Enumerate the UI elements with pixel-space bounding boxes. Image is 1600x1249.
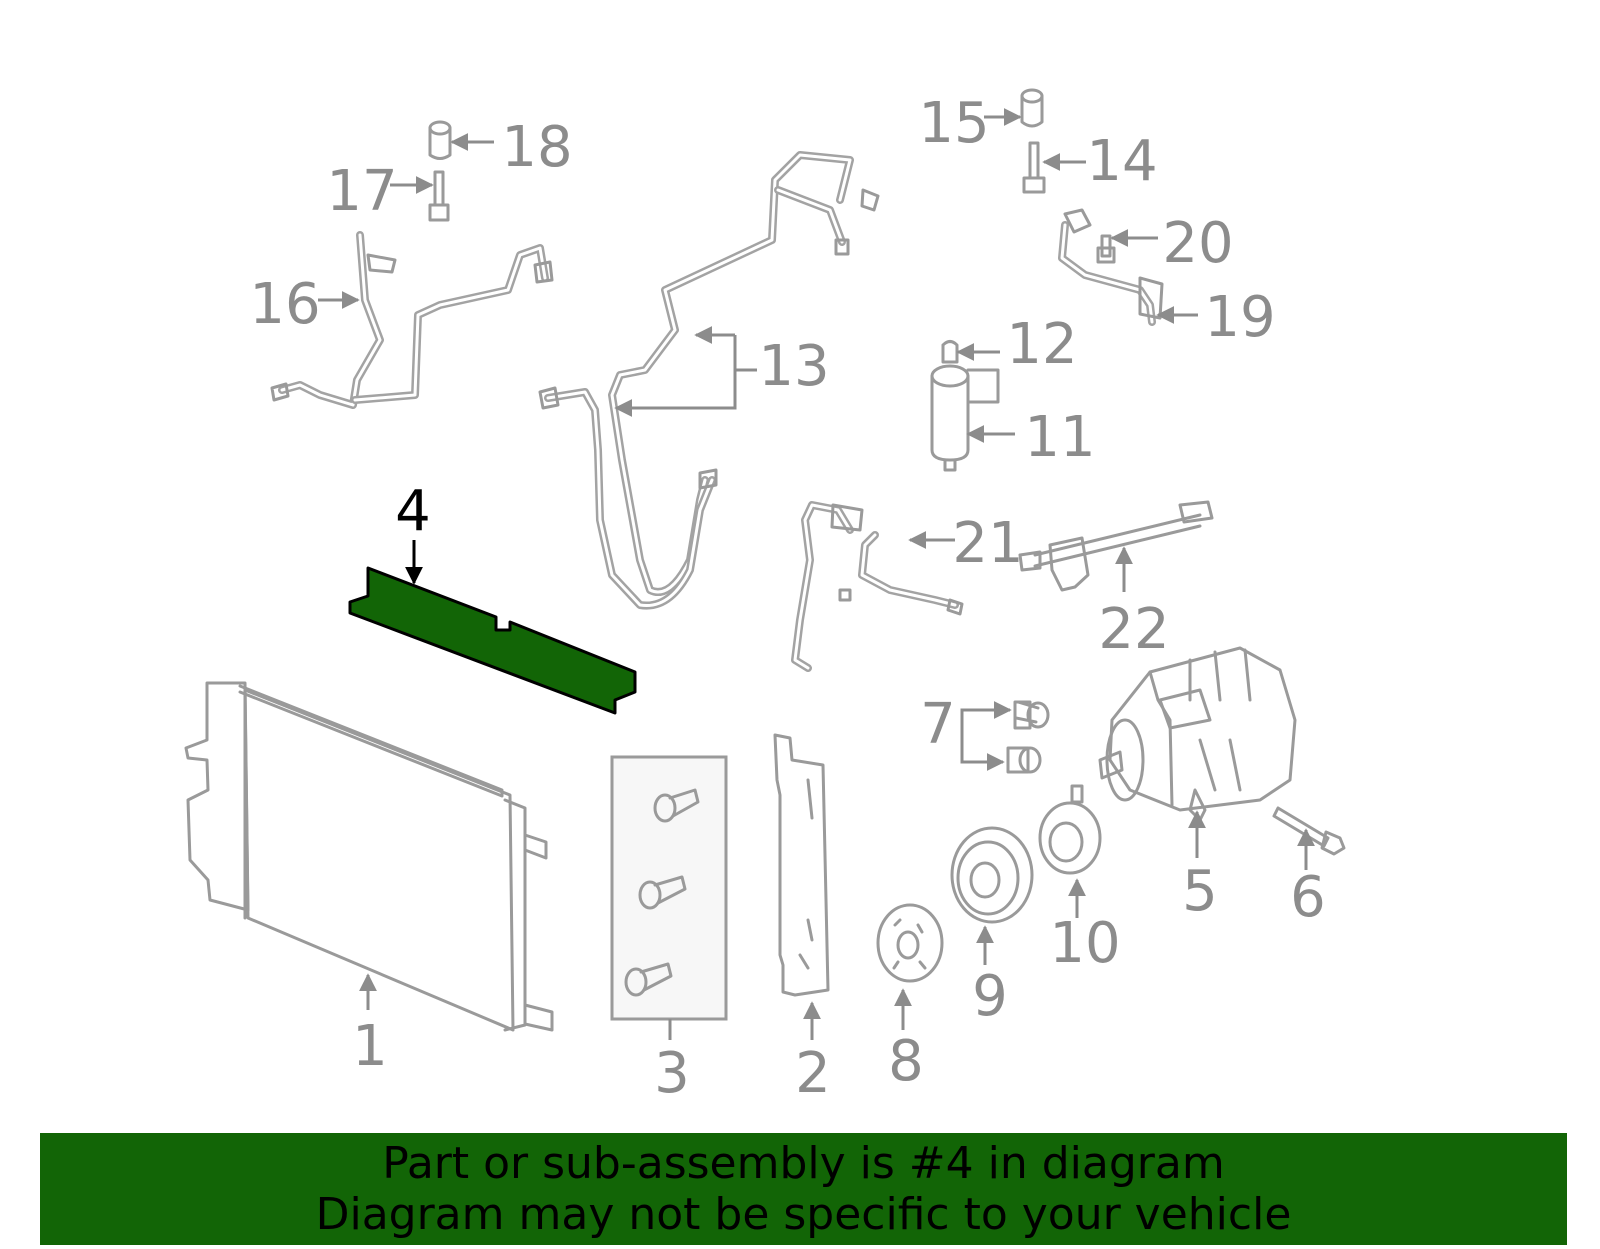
- part-3-bolt-kit: [610, 755, 728, 1021]
- leader-7b: [960, 725, 1005, 771]
- part-13-hose-assembly: [538, 151, 880, 610]
- callout-9: 9: [972, 964, 1008, 1029]
- callout-6: 6: [1290, 865, 1326, 930]
- part-19-line: [1058, 208, 1164, 326]
- callout-3: 3: [654, 1041, 690, 1106]
- callout-12: 12: [1006, 312, 1077, 377]
- callout-16: 16: [249, 272, 320, 337]
- part-11-receiver-drier: [930, 364, 1000, 472]
- callout-17: 17: [326, 159, 397, 224]
- part-7-caps: [1006, 700, 1050, 774]
- callout-20: 20: [1162, 211, 1233, 276]
- callout-22: 22: [1098, 597, 1169, 662]
- part-20-fitting: [1096, 234, 1116, 264]
- callout-7: 7: [920, 692, 956, 757]
- part-9-pulley: [950, 826, 1034, 924]
- callout-1: 1: [352, 1014, 388, 1079]
- callout-18: 18: [501, 115, 572, 180]
- banner-line-2: Diagram may not be specific to your vehi…: [315, 1189, 1292, 1240]
- part-16-line: [270, 231, 554, 409]
- callout-15: 15: [918, 91, 989, 156]
- banner-line-1: Part or sub-assembly is #4 in diagram: [382, 1138, 1225, 1189]
- callout-21: 21: [952, 511, 1023, 576]
- leader-13a: [614, 335, 737, 417]
- info-banner: Part or sub-assembly is #4 in diagram Di…: [40, 1133, 1567, 1245]
- part-1-condenser: [184, 681, 554, 1032]
- part-18-cap: [428, 120, 452, 160]
- part-4-highlighted: [348, 566, 637, 715]
- callout-4: 4: [395, 479, 431, 544]
- part-21-hose: [791, 501, 964, 672]
- callout-2: 2: [795, 1041, 831, 1106]
- part-12-fitting: [941, 340, 959, 364]
- part-14-bolt: [1022, 141, 1046, 194]
- callout-8: 8: [888, 1029, 924, 1094]
- part-22-sensor: [1018, 500, 1214, 592]
- part-5-compressor: [1098, 646, 1297, 822]
- part-10-coil: [1038, 784, 1102, 875]
- callout-11: 11: [1024, 405, 1095, 470]
- part-6-bolt: [1272, 806, 1346, 856]
- callout-19: 19: [1204, 285, 1275, 350]
- leader-7a: [960, 701, 1012, 725]
- callout-14: 14: [1086, 129, 1157, 194]
- callout-5: 5: [1182, 859, 1218, 924]
- part-17-bolt: [428, 170, 450, 222]
- callout-10: 10: [1049, 911, 1120, 976]
- part-2-seal: [773, 733, 830, 997]
- part-8-clutch-plate: [876, 903, 944, 983]
- callout-13: 13: [758, 334, 829, 399]
- part-15-cap: [1020, 88, 1044, 128]
